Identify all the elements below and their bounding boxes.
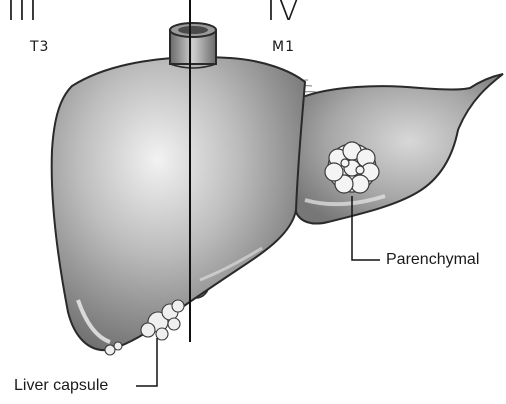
stage-t3-label: T3: [30, 40, 49, 54]
capsule-leader-line: [136, 338, 157, 386]
left-lobe: [294, 74, 503, 224]
stage-iii-label: III: [6, 0, 39, 26]
stage-m1-label: M1: [272, 40, 295, 54]
liver-capsule-label: Liver capsule: [14, 378, 108, 394]
stage-iv-label: IV: [266, 0, 301, 26]
inferior-vena-cava: [170, 23, 216, 68]
parenchymal-label: Parenchymal: [386, 252, 479, 268]
